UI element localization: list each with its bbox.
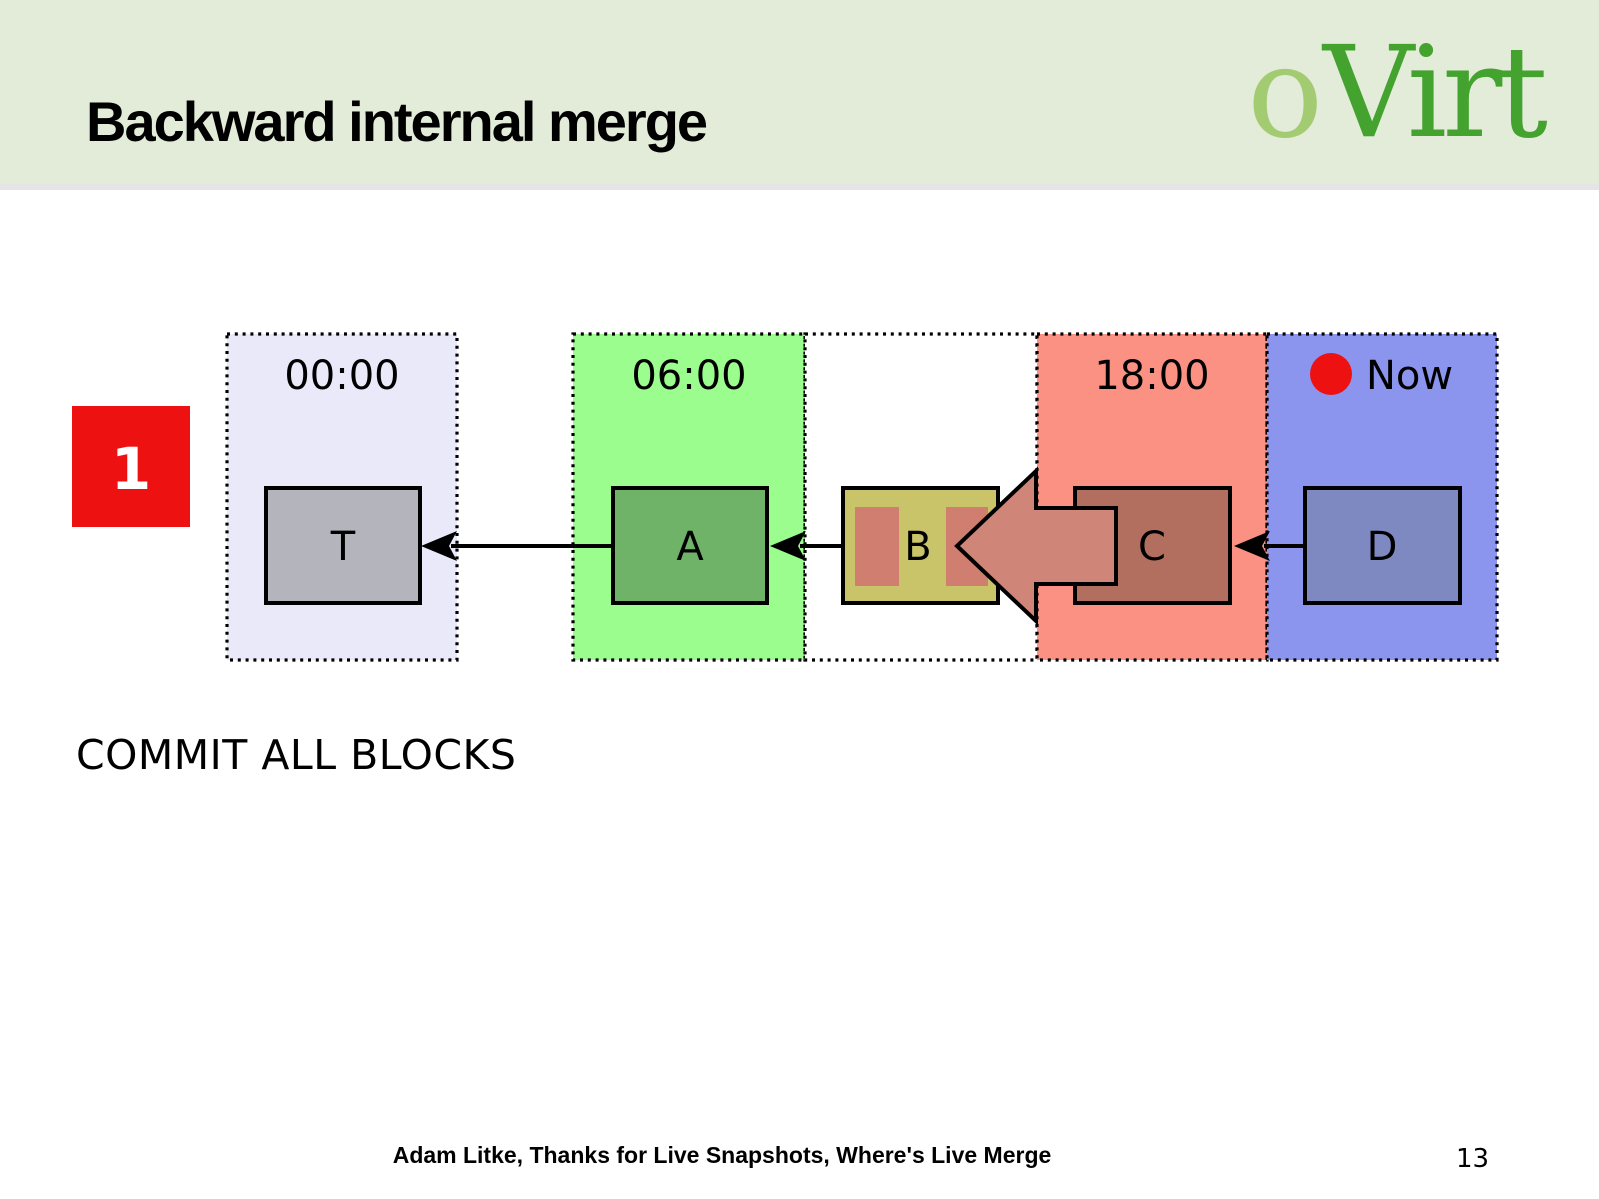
node-a-box <box>611 486 769 605</box>
arrow-a-to-t <box>421 531 617 561</box>
page-number: 13 <box>1456 1144 1490 1174</box>
now-marker-dot <box>1310 353 1352 395</box>
slide-title: Backward internal merge <box>86 90 708 153</box>
header-divider <box>0 184 1599 190</box>
node-t-box <box>264 486 422 605</box>
ovirt-logo: oVirt <box>1247 30 1548 156</box>
step-badge <box>72 406 190 527</box>
region-label-1800: 18:00 <box>1094 353 1209 399</box>
region-label-0600: 06:00 <box>631 353 746 399</box>
slide-header <box>0 0 1599 184</box>
ovirt-logo-o: o <box>1247 19 1324 166</box>
node-c-label: C <box>1138 524 1166 570</box>
node-a-label: A <box>676 524 704 570</box>
footer-credit: Adam Litke, Thanks for Live Snapshots, W… <box>392 1142 1052 1168</box>
node-b-block-left <box>855 507 899 586</box>
node-d-label: D <box>1367 524 1398 570</box>
region-label-now: Now <box>1366 353 1453 399</box>
arrow-b-to-a <box>770 531 846 561</box>
step-badge-label: 1 <box>111 435 151 503</box>
caption-commit-all-blocks: COMMIT ALL BLOCKS <box>76 731 517 779</box>
ovirt-logo-virt: Virt <box>1323 19 1548 166</box>
node-b-label: B <box>904 524 931 570</box>
node-t-label: T <box>330 524 356 570</box>
arrow-d-to-c <box>1234 531 1308 561</box>
merge-arrow <box>954 466 1118 626</box>
region-label-0000: 00:00 <box>284 353 399 399</box>
node-d-box <box>1303 486 1462 605</box>
